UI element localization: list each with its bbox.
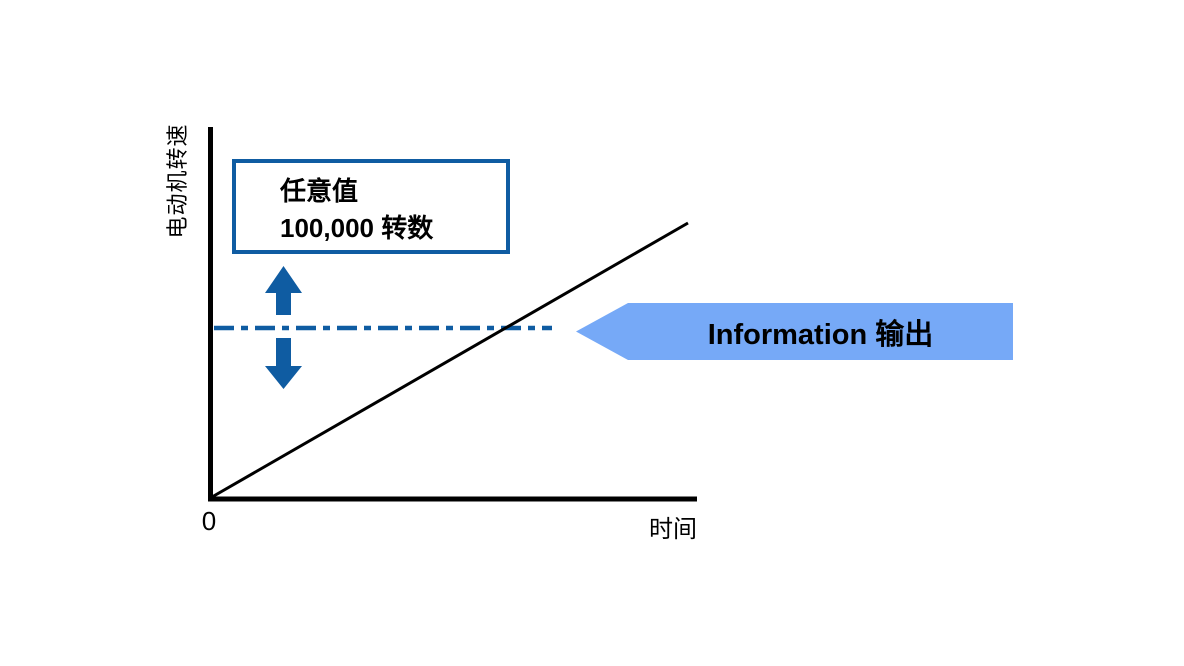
y-axis-label: 电动机转速 bbox=[165, 123, 190, 239]
speed-ramp-line bbox=[211, 221, 689, 499]
threshold-value-box: 任意值 100,000 转数 bbox=[232, 159, 510, 254]
threshold-box-line2: 100,000 转数 bbox=[280, 213, 434, 243]
threshold-box-line1: 任意值 bbox=[280, 176, 359, 206]
down-arrow-icon bbox=[265, 338, 302, 389]
info-output-label: Information 输出 bbox=[707, 318, 934, 351]
up-arrow-icon bbox=[265, 266, 302, 315]
x-axis-label: 时间 bbox=[649, 516, 697, 543]
info-output-left-arrow-shape bbox=[576, 303, 1013, 360]
origin-label: 0 bbox=[201, 506, 217, 536]
